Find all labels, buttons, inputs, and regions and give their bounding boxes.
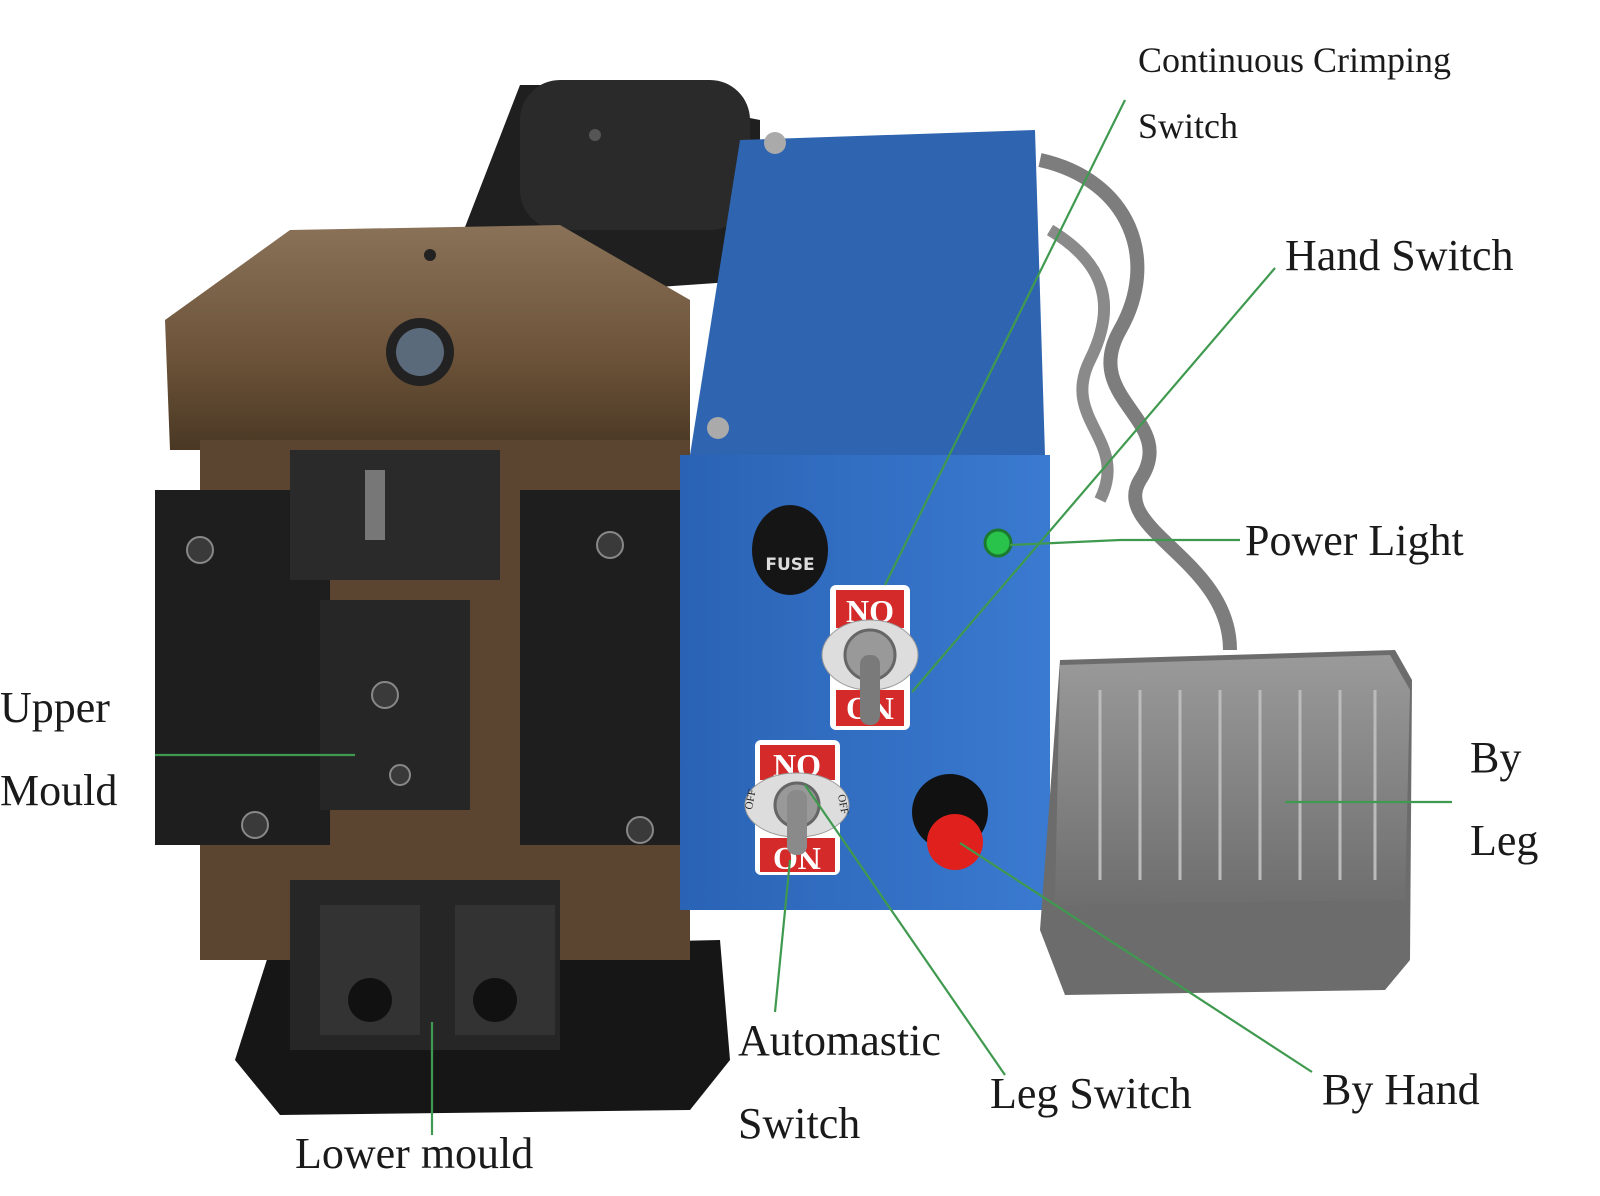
label-automatic-switch-line2: Switch <box>738 1099 860 1148</box>
leader-by-hand <box>959 842 1313 1073</box>
upper-mould <box>155 450 700 845</box>
label-automatic-switch-line1: Automastic <box>738 1016 941 1065</box>
foot-pedal[interactable] <box>1040 650 1412 995</box>
lower-mould <box>290 880 560 1050</box>
label-power-light: Power Light <box>1245 516 1464 565</box>
label-upper-mould-line2: Mould <box>0 766 117 815</box>
power-light <box>983 528 1013 558</box>
leader-lines <box>155 99 1452 1135</box>
switch-off-label: OFF <box>835 793 850 815</box>
label-continuous-crimping-switch-line2: Switch <box>1138 106 1238 146</box>
fuse-holder: FUSE <box>752 505 828 595</box>
label-lower-mould: Lower mould <box>295 1129 533 1178</box>
hand-push-button[interactable] <box>912 774 988 870</box>
label-continuous-crimping-switch-line1: Continuous Crimping <box>1138 40 1451 80</box>
control-box <box>680 130 1050 910</box>
leader-continuous-crimping-switch <box>884 99 1126 586</box>
label-hand-switch: Hand Switch <box>1285 231 1514 280</box>
label-upper-mould-line1: Upper <box>0 683 110 732</box>
foot-pedal-cable <box>1038 153 1237 651</box>
labels: Continuous Crimping Switch Hand Switch P… <box>0 40 1538 1178</box>
automatic-switch[interactable]: NO NO OFF OFF <box>743 740 850 877</box>
leader-leg-switch <box>804 784 1006 1076</box>
continuous-crimping-switch[interactable]: NO NO <box>821 585 919 730</box>
leader-power-light <box>1009 538 1240 547</box>
fuse-label: FUSE <box>765 555 814 575</box>
label-leg-switch: Leg Switch <box>990 1069 1192 1118</box>
label-by-leg-line2: Leg <box>1470 816 1538 865</box>
leader-automatic-switch <box>773 859 792 1013</box>
switch-off-label: OFF <box>743 789 758 811</box>
label-by-leg-line1: By <box>1470 733 1521 782</box>
label-by-hand: By Hand <box>1322 1065 1480 1114</box>
leader-hand-switch <box>911 267 1276 693</box>
